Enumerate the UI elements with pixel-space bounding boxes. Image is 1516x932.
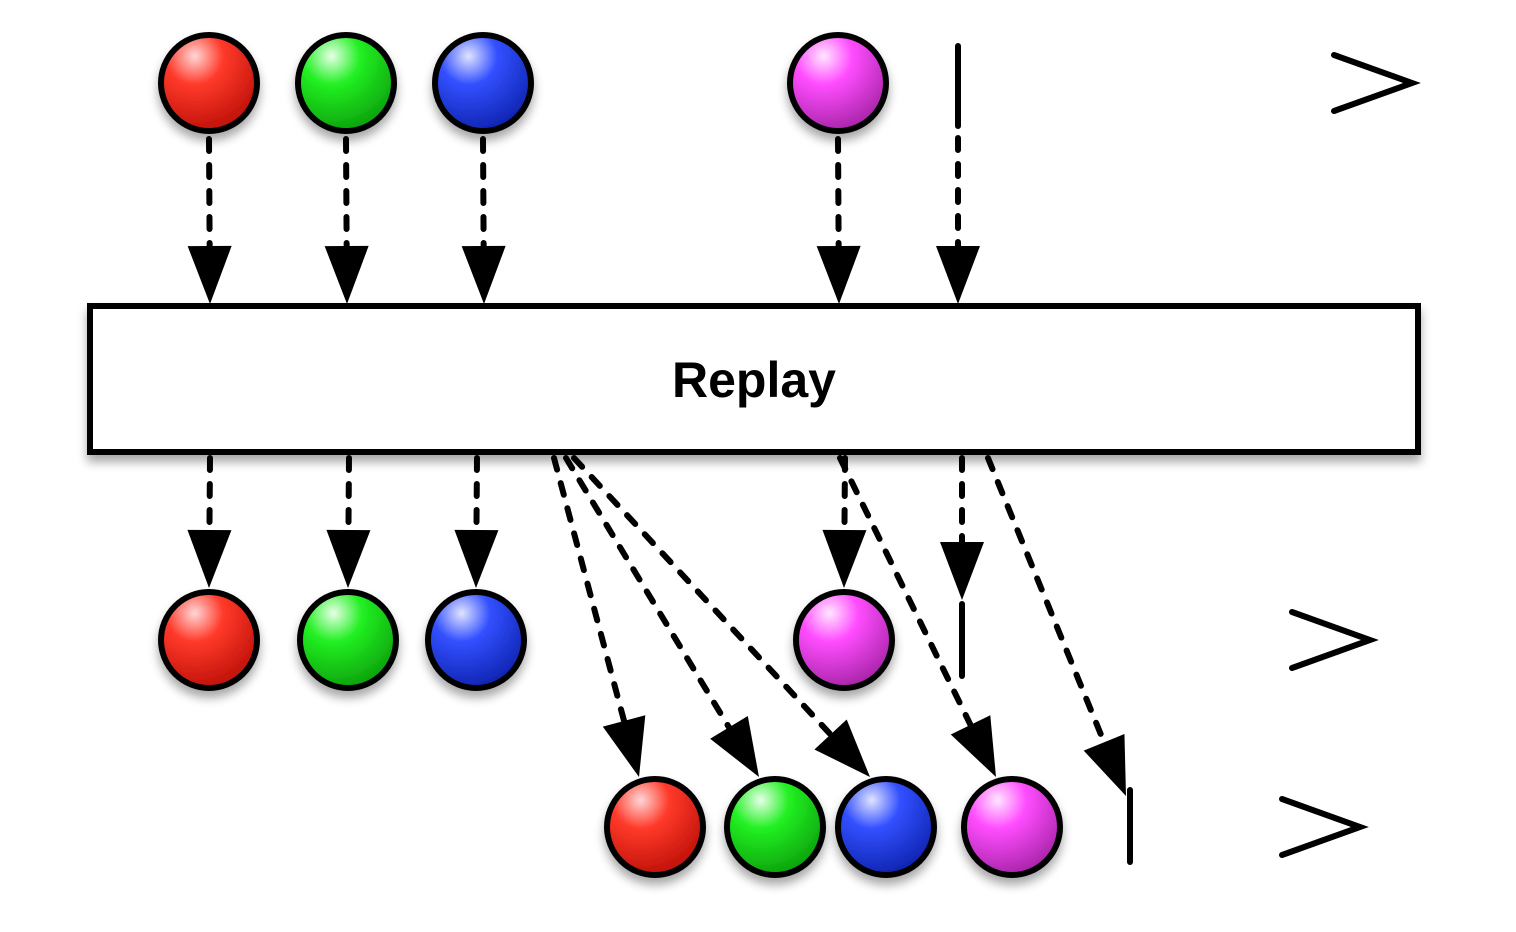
operator-label: Replay — [672, 352, 836, 408]
arrowhead-icon — [1083, 733, 1126, 796]
dotted-emission-line — [837, 455, 974, 728]
operator-box — [87, 303, 1421, 455]
sub2-arrow-green — [563, 455, 759, 777]
sub2-arrow-magenta — [837, 455, 996, 777]
timeline-arrowhead-icon — [1279, 796, 1369, 858]
dotted-emission-line — [345, 455, 352, 534]
source-timeline — [87, 43, 1421, 129]
dotted-emission-line — [206, 136, 213, 250]
dotted-emission-line — [480, 136, 487, 250]
arrowhead-icon — [814, 719, 870, 777]
arrowhead-icon — [602, 715, 646, 777]
sub1-arrow-magenta — [822, 455, 867, 588]
marble-magenta — [787, 32, 889, 134]
marble-magenta — [793, 589, 895, 691]
marble-blue — [835, 776, 937, 878]
dotted-emission-line — [835, 136, 842, 250]
dotted-emission-line — [343, 136, 350, 250]
sub1-arrow-green — [326, 455, 371, 588]
dotted-emission-line — [563, 455, 732, 731]
dotted-emission-line — [206, 455, 213, 534]
arrowhead-icon — [940, 542, 984, 600]
marble-red — [158, 589, 260, 691]
arrowhead-icon — [454, 529, 499, 588]
dotted-emission-line — [551, 455, 628, 724]
sub2-arrow-red — [551, 455, 646, 777]
arrowhead-icon — [187, 529, 232, 588]
arrowhead-icon — [187, 245, 232, 304]
marble-blue — [432, 32, 534, 134]
source-arrow-green — [324, 136, 369, 304]
arrowhead-icon — [950, 715, 996, 777]
source-arrow-complete — [936, 135, 980, 304]
arrowhead-icon — [461, 245, 506, 304]
source-arrow-red — [187, 136, 232, 304]
marble-blue — [425, 589, 527, 691]
marble-red — [158, 32, 260, 134]
marble-magenta — [961, 776, 1063, 878]
subscriber-1-timeline — [92, 601, 1379, 679]
sub2-arrow-blue — [571, 455, 870, 777]
sub1-arrow-complete — [940, 455, 984, 600]
marble-green — [297, 589, 399, 691]
sub1-arrow-blue — [454, 455, 499, 588]
arrowhead-icon — [816, 245, 861, 304]
timeline-arrowhead-icon — [1331, 52, 1421, 114]
marble-green — [724, 776, 826, 878]
marble-green — [295, 32, 397, 134]
arrowhead-icon — [324, 245, 369, 304]
arrowhead-icon — [936, 246, 980, 304]
arrowhead-icon — [710, 715, 759, 777]
sub1-arrow-red — [187, 455, 232, 588]
arrowhead-icon — [326, 529, 371, 588]
dotted-emission-line — [571, 455, 834, 738]
source-arrow-magenta — [816, 136, 861, 304]
timeline-arrowhead-icon — [1289, 609, 1379, 671]
source-arrow-blue — [461, 136, 506, 304]
arrowhead-icon — [822, 529, 867, 588]
dotted-emission-line — [985, 455, 1108, 746]
dotted-emission-line — [473, 455, 480, 534]
sub2-arrow-complete — [985, 455, 1126, 796]
marble-red — [604, 776, 706, 878]
